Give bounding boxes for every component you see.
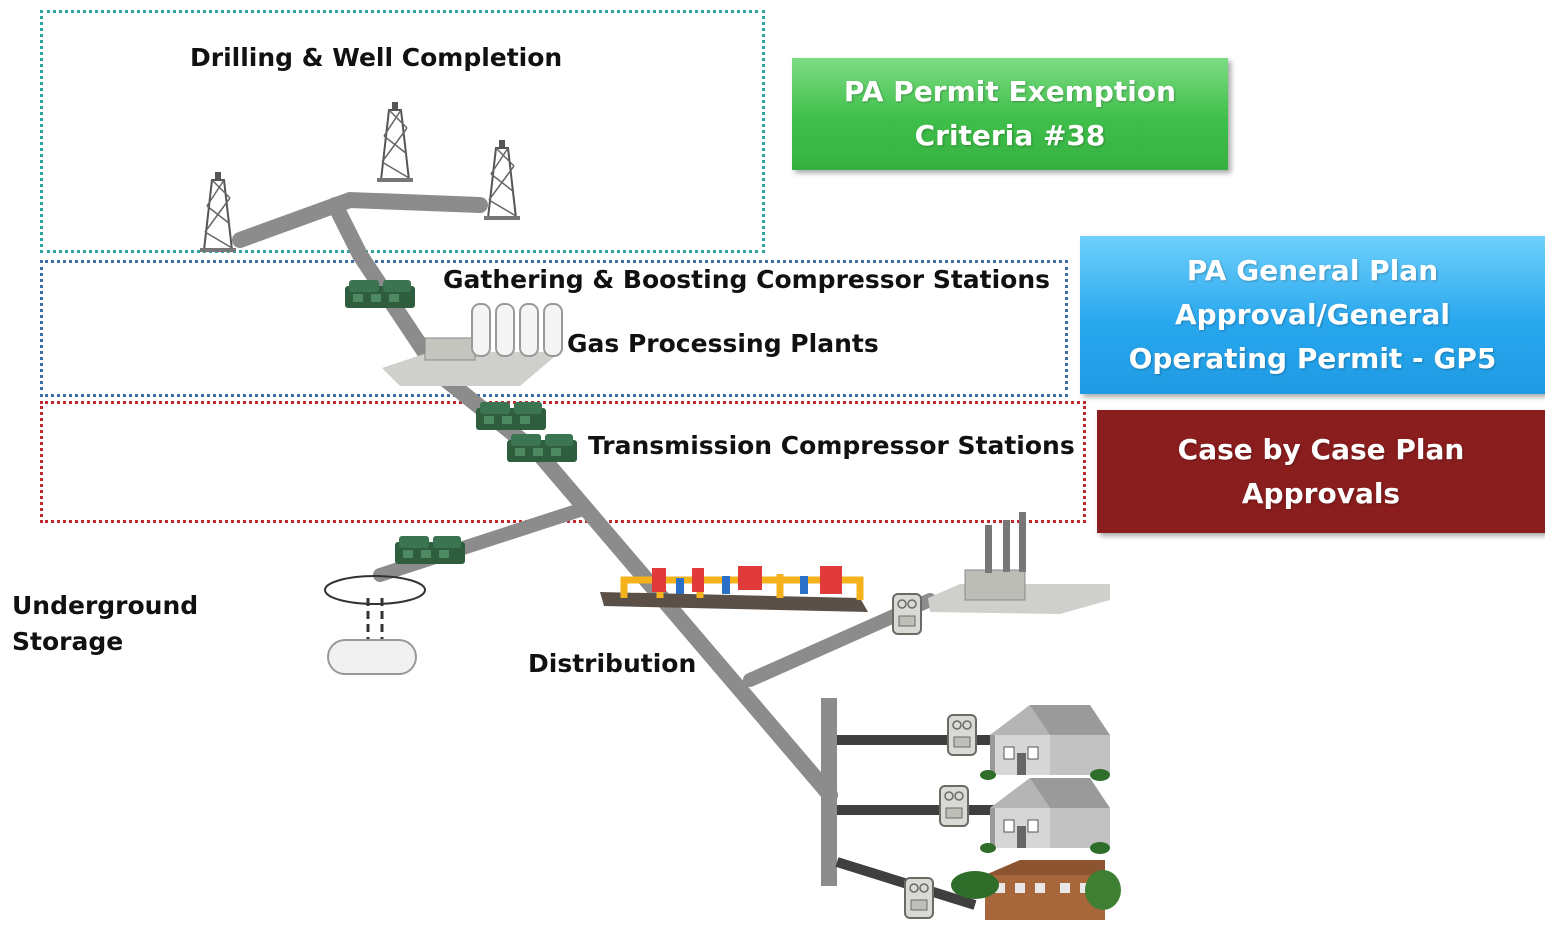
case-by-case-box: Case by Case Plan Approvals xyxy=(1097,410,1545,533)
exemption-box: PA Permit Exemption Criteria #38 xyxy=(792,58,1228,170)
general-plan-box: PA General Plan Approval/General Operati… xyxy=(1080,236,1545,394)
exemption-text: PA Permit Exemption Criteria #38 xyxy=(843,75,1177,152)
gathering-zone-outline xyxy=(40,260,1068,397)
storage-label: Underground Storage xyxy=(12,591,199,657)
processing-label: Gas Processing Plants xyxy=(567,329,879,358)
general-plan-text: PA General Plan Approval/General Operati… xyxy=(1128,254,1497,375)
transmission-label: Transmission Compressor Stations xyxy=(588,431,1075,460)
distribution-label: Distribution xyxy=(528,649,697,678)
drilling-zone-outline xyxy=(40,10,765,253)
drilling-label: Drilling & Well Completion xyxy=(190,43,563,72)
case-by-case-text: Case by Case Plan Approvals xyxy=(1177,432,1465,510)
gathering-label: Gathering & Boosting Compressor Stations xyxy=(443,265,1051,294)
